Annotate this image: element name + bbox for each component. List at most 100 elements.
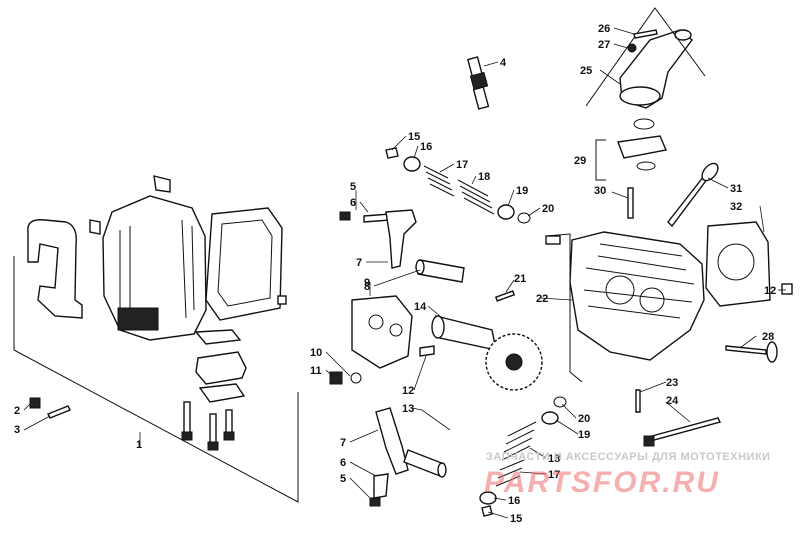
head-stud-left — [545, 235, 561, 245]
spring-17b — [495, 459, 525, 487]
stud-23 — [635, 389, 641, 413]
head-gasket-32 — [705, 221, 771, 307]
rocker-arm-7b — [375, 407, 409, 475]
head-bracket-22 — [545, 233, 583, 383]
exhaust-valve-28 — [725, 345, 767, 355]
callout-19a: 19 — [516, 185, 528, 197]
callout-15b: 15 — [510, 513, 522, 525]
breather-fitting — [153, 175, 171, 193]
callout-27: 27 — [598, 39, 610, 51]
rocker-shaft-8 — [417, 259, 465, 283]
small-bolt — [277, 295, 287, 305]
callout-5a: 5 — [350, 181, 356, 193]
callout-14: 14 — [414, 301, 427, 313]
callout-5b: 5 — [340, 473, 346, 485]
callout-12a: 12 — [402, 385, 414, 397]
cover-bolts — [181, 401, 235, 451]
intake-manifold-group — [585, 7, 706, 219]
nut-5a — [339, 211, 351, 221]
valve-head-28 — [766, 341, 778, 363]
rocker-arm-7a — [385, 209, 417, 269]
bracket-29 — [595, 139, 606, 181]
dowel-30 — [627, 187, 634, 219]
cotter-15b — [481, 505, 493, 517]
callout-23: 23 — [666, 377, 678, 389]
callout-8: 8 — [364, 281, 370, 293]
washer-20 — [517, 212, 531, 224]
callout-2: 2 — [14, 405, 20, 417]
head-bolt-24 — [650, 417, 722, 441]
callout-3: 3 — [14, 424, 20, 436]
valve-cover — [102, 195, 207, 341]
callout-15a: 15 — [408, 131, 420, 143]
callout-19b: 19 — [578, 429, 590, 441]
plug-2 — [29, 397, 41, 409]
callout-6b: 6 — [340, 457, 346, 469]
callout-6a: 6 — [350, 197, 356, 209]
breather-hose-inner — [60, 98, 269, 233]
callout-13: 13 — [402, 403, 414, 415]
head-fins — [583, 243, 695, 319]
callout-16b: 16 — [508, 495, 520, 507]
callout-10: 10 — [310, 347, 322, 359]
watermark-tagline: ЗАПЧАСТИ И АКСЕССУАРЫ ДЛЯ МОТОТЕХНИКИ — [486, 451, 771, 463]
seal-19b — [541, 411, 559, 425]
callout-17b: 17 — [548, 469, 560, 481]
spark-plug — [466, 56, 490, 110]
retainer-16 — [403, 156, 421, 172]
screw-6b — [373, 473, 389, 499]
callout-16a: 16 — [420, 141, 432, 153]
breather-plate-2 — [198, 383, 246, 403]
callout-25: 25 — [580, 65, 592, 77]
intake-gasket — [617, 135, 667, 159]
callout-11: 11 — [310, 365, 322, 377]
callout-18b: 18 — [548, 453, 560, 465]
cotter-15 — [385, 147, 399, 159]
callout-18a: 18 — [478, 171, 490, 183]
camshaft-14 — [435, 315, 497, 351]
nut-27 — [627, 43, 637, 53]
oring-a — [633, 118, 655, 130]
cam-holder-9 — [351, 295, 413, 369]
cylinder-head-group — [545, 221, 771, 447]
washer-20b — [553, 396, 567, 408]
intake-bracket-25 — [585, 7, 706, 107]
nut-11 — [329, 371, 343, 385]
callout-21: 21 — [514, 273, 526, 285]
callout-7b: 7 — [340, 437, 346, 449]
callout-4: 4 — [500, 57, 507, 69]
callout-24: 24 — [666, 395, 679, 407]
callout-17a: 17 — [456, 159, 468, 171]
oring-b — [636, 161, 656, 171]
hose-bracket — [27, 219, 83, 319]
callout-20a: 20 — [542, 203, 554, 215]
nut-5b — [369, 497, 381, 507]
callout-32: 32 — [730, 201, 742, 213]
leader-lines — [23, 27, 786, 519]
callout-20b: 20 — [578, 413, 590, 425]
spring-17 — [423, 165, 455, 197]
plug-12b — [781, 283, 793, 295]
bolt-12a — [419, 345, 435, 357]
callout-22: 22 — [536, 293, 548, 305]
group-bracket-1 — [13, 256, 299, 503]
valve-cover-plate — [117, 307, 159, 331]
bolt-3 — [47, 405, 71, 419]
intake-valve-31 — [667, 175, 710, 228]
callout-30: 30 — [594, 185, 606, 197]
callout-31: 31 — [730, 183, 742, 195]
callout-26: 26 — [598, 23, 610, 35]
seal-19 — [497, 204, 515, 220]
callouts: 1 2 3 4 5 6 7 8 9 10 11 12 13 14 7 6 5 1… — [14, 23, 776, 525]
breather-plate — [195, 351, 247, 385]
spring-18b — [501, 421, 537, 461]
callout-9: 9 — [364, 277, 370, 289]
callout-7a: 7 — [356, 257, 362, 269]
valve-cover-gasket — [205, 207, 283, 321]
pin-21 — [494, 290, 516, 302]
breather-nipple — [89, 219, 101, 235]
valve-head-31 — [701, 162, 719, 182]
washer-10 — [350, 372, 362, 384]
